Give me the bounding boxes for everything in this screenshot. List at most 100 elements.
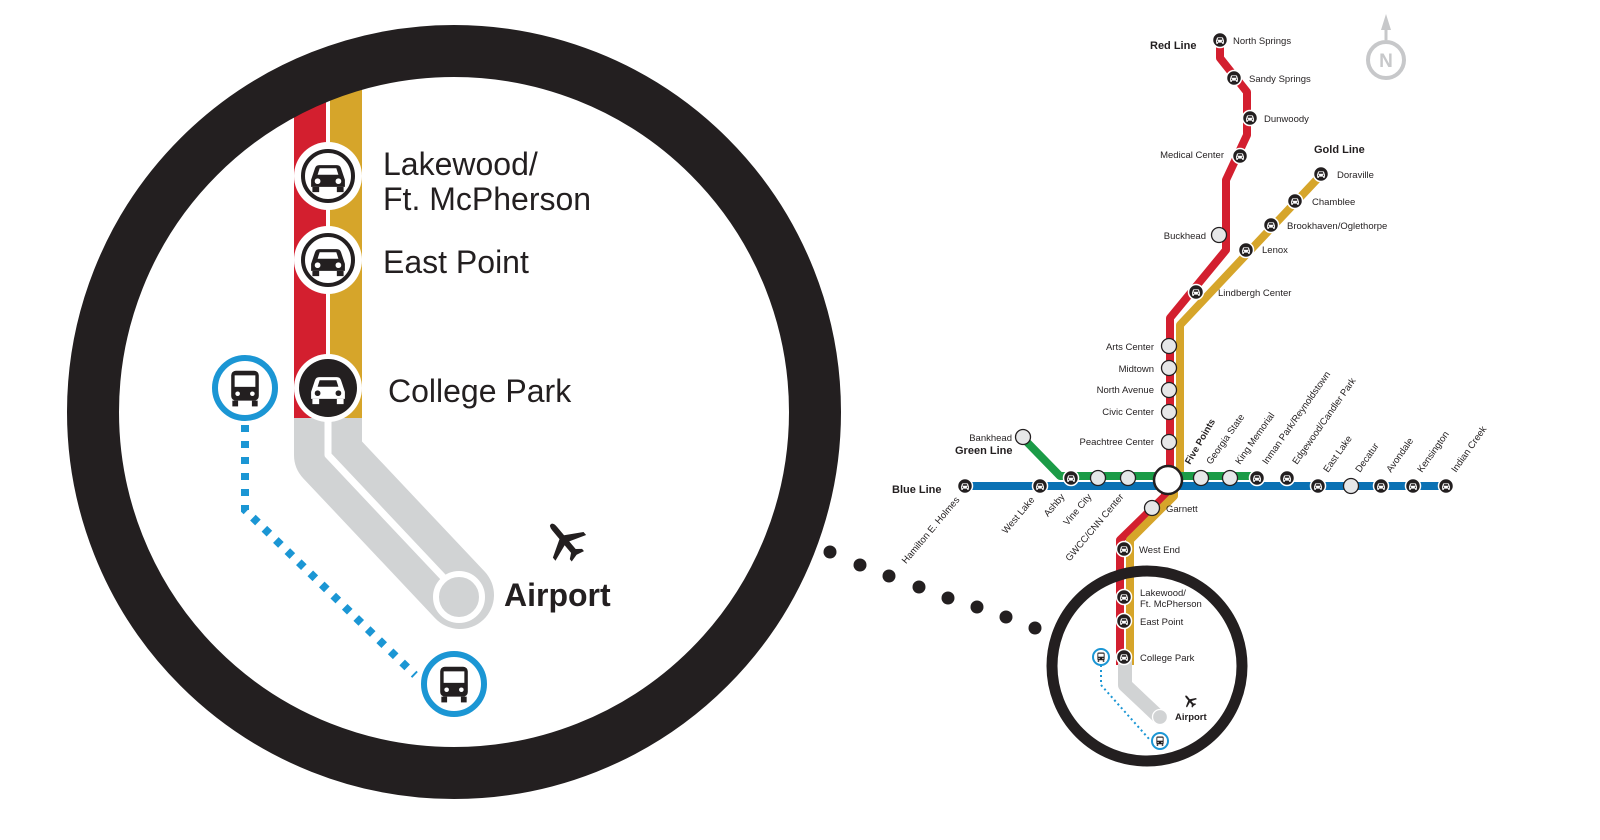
magnifier-ring-mini (1046, 565, 1248, 767)
station-airport[interactable] (433, 571, 485, 623)
station-marker-parking[interactable] (1115, 612, 1133, 630)
station-marker[interactable] (1342, 477, 1360, 495)
station-marker-parking[interactable] (956, 477, 974, 495)
station-label: Civic Center (1102, 407, 1154, 418)
station-marker[interactable] (1160, 381, 1178, 399)
station-label: Arts Center (1106, 342, 1154, 353)
station-marker-parking[interactable] (1187, 283, 1205, 301)
green-line-title: Green Line (955, 445, 1012, 457)
station-label: West Lake (1000, 495, 1037, 536)
station-label: Hamilton E. Holmes (900, 495, 963, 567)
station-label: East Point (383, 244, 529, 280)
station-marker[interactable] (1192, 469, 1210, 487)
station-label: Bankhead (969, 433, 1012, 444)
station-label: North Springs (1233, 36, 1291, 47)
station-marker[interactable] (1160, 337, 1178, 355)
station-marker-parking[interactable] (1404, 477, 1422, 495)
zoom-detail: Lakewood/ Ft. McPherson East Point Colle… (67, 25, 841, 799)
airplane-icon (1185, 695, 1197, 708)
bus-route (241, 425, 418, 678)
station-label: College Park (388, 373, 572, 409)
station-label: East Point (1140, 617, 1184, 628)
airplane-icon (550, 523, 587, 562)
station-label: Doraville (1337, 170, 1374, 181)
station-marker-parking[interactable] (1309, 477, 1327, 495)
station-label: Indian Creek (1449, 424, 1489, 475)
magnifier-ring (67, 25, 841, 799)
station-marker[interactable] (1089, 469, 1107, 487)
gold-line-title: Gold Line (1314, 144, 1365, 156)
compass: N (1366, 14, 1406, 80)
station-marker[interactable] (1014, 428, 1032, 446)
station-marker[interactable] (1160, 433, 1178, 451)
station-label: North Avenue (1097, 385, 1154, 396)
station-marker-parking[interactable] (1062, 469, 1080, 487)
station-label: Lenox (1262, 245, 1288, 256)
station-label: Garnett (1166, 504, 1198, 515)
station-label: Decatur (1353, 441, 1381, 475)
bus-stop-top[interactable] (212, 355, 278, 421)
station-label: Lakewood/ (1140, 588, 1186, 599)
station-marker[interactable] (1119, 469, 1137, 487)
station-label: Chamblee (1312, 197, 1355, 208)
station-marker[interactable] (1143, 499, 1161, 517)
station-marker-parking[interactable] (1211, 31, 1229, 49)
station-label: Avondale (1384, 436, 1416, 475)
station-marker[interactable] (1151, 708, 1169, 726)
station-marker-parking[interactable] (1437, 477, 1455, 495)
station-label: College Park (1140, 653, 1195, 664)
magnifier-connector (823, 545, 1042, 635)
station-label: Lindbergh Center (1218, 288, 1291, 299)
station-label: Sandy Springs (1249, 74, 1311, 85)
station-marker-parking[interactable] (1115, 588, 1133, 606)
station-five-points[interactable] (1152, 464, 1184, 496)
station-label: Vine City (1062, 492, 1095, 528)
station-marker-parking[interactable] (1241, 109, 1259, 127)
station-label-line1: Lakewood/ (383, 146, 538, 182)
station-east-point[interactable] (294, 226, 362, 294)
station-marker-parking[interactable] (1231, 147, 1249, 165)
airport-label: Airport (504, 577, 611, 613)
blue-line-title: Blue Line (892, 484, 942, 496)
station-marker-parking[interactable] (1312, 165, 1330, 183)
station-label: Brookhaven/Oglethorpe (1287, 221, 1387, 232)
bus-route-mini (1100, 665, 1151, 741)
station-label: Ashby (1042, 492, 1068, 519)
station-marker-parking[interactable] (1225, 69, 1243, 87)
airport-spur-mini (1118, 653, 1167, 725)
station-marker-parking[interactable] (1237, 241, 1255, 259)
station-label: Dunwoody (1264, 114, 1309, 125)
station-marker-parking[interactable] (1248, 469, 1266, 487)
bus-stop-mini[interactable] (1092, 648, 1110, 666)
bus-stop-bottom[interactable] (421, 651, 487, 717)
compass-label: N (1379, 51, 1393, 72)
station-marker-parking[interactable] (1372, 477, 1390, 495)
station-label: East Lake (1321, 434, 1354, 475)
station-marker[interactable] (1210, 226, 1228, 244)
station-marker-parking[interactable] (1278, 469, 1296, 487)
system-map: Red Line Gold Line Green Line Blue Line … (892, 14, 1489, 767)
station-marker[interactable] (1160, 359, 1178, 377)
station-lakewood[interactable] (294, 142, 362, 210)
airport-spur-line (294, 366, 494, 629)
station-label: Midtown (1119, 364, 1154, 375)
station-college-park[interactable] (294, 354, 362, 422)
station-label: Buckhead (1164, 231, 1206, 242)
station-label-line2: Ft. McPherson (383, 181, 591, 217)
station-marker-parking[interactable] (1115, 648, 1133, 666)
station-label: Peachtree Center (1080, 437, 1154, 448)
red-line-title: Red Line (1150, 40, 1196, 52)
station-marker-parking[interactable] (1286, 192, 1304, 210)
station-label: Kensington (1415, 429, 1451, 474)
airport-label: Airport (1175, 712, 1208, 723)
bus-stop-mini[interactable] (1151, 732, 1169, 750)
station-label: Medical Center (1160, 150, 1224, 161)
station-marker[interactable] (1221, 469, 1239, 487)
station-label: Ft. McPherson (1140, 599, 1202, 610)
station-marker[interactable] (1160, 403, 1178, 421)
station-marker-parking[interactable] (1262, 216, 1280, 234)
station-marker-parking[interactable] (1115, 540, 1133, 558)
station-marker-parking[interactable] (1031, 477, 1049, 495)
